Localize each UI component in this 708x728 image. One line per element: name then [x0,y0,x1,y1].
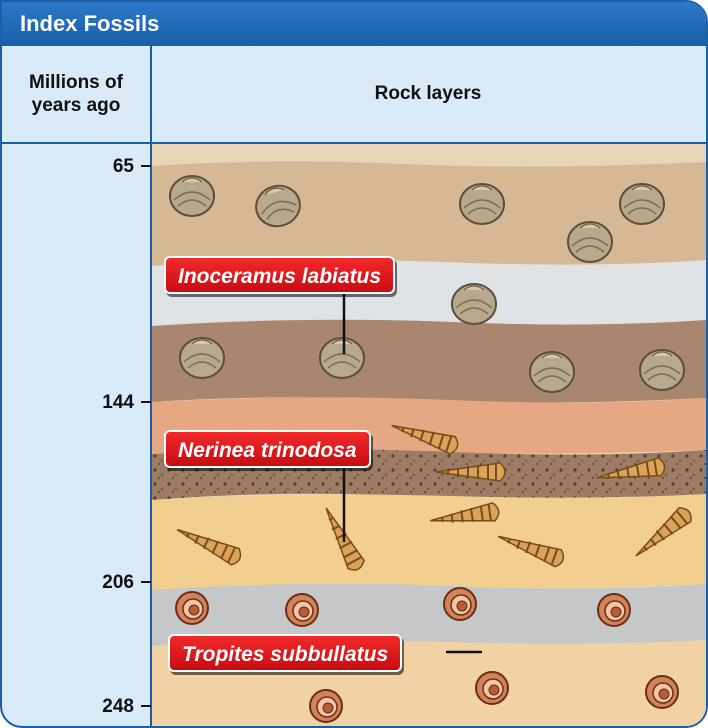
yellow-layer [152,494,706,590]
tick-mark-248 [141,705,151,707]
tick-mark-206 [141,581,151,583]
clam-fossil [568,222,612,262]
fossil-label-nerinea: Nerinea trinodosa [164,430,371,468]
clam-fossil [180,338,224,378]
ammonite-fossil [286,594,318,626]
clam-fossil [640,350,684,390]
time-column-header: Millions of years ago [16,46,136,142]
tick-label-144: 144 [102,392,134,414]
ammonite-fossil [476,672,508,704]
brown-layer [152,320,706,403]
ammonite-fossil [176,592,208,624]
ammonite-fossil [598,594,630,626]
tick-label-248: 248 [102,696,134,718]
header-row: Millions of years ago Rock layers [2,46,706,144]
clam-fossil [530,352,574,392]
clam-fossil [620,184,664,224]
fossil-label-tropites: Tropites subbullatus [168,634,402,672]
panel-title: Index Fossils [2,2,706,46]
clam-fossil [452,284,496,324]
clam-fossil [320,338,364,378]
ammonite-fossil [646,676,678,708]
rock-layers-header: Rock layers [150,46,706,142]
tick-mark-144 [141,401,151,403]
tick-label-206: 206 [102,572,134,594]
tick-label-65: 65 [113,156,134,178]
fossil-label-inoceramus: Inoceramus labiatus [164,256,395,294]
clam-fossil [460,184,504,224]
tick-mark-65 [141,165,151,167]
ammonite-fossil [444,588,476,620]
ammonite-fossil [310,690,342,722]
clam-fossil [170,176,214,216]
